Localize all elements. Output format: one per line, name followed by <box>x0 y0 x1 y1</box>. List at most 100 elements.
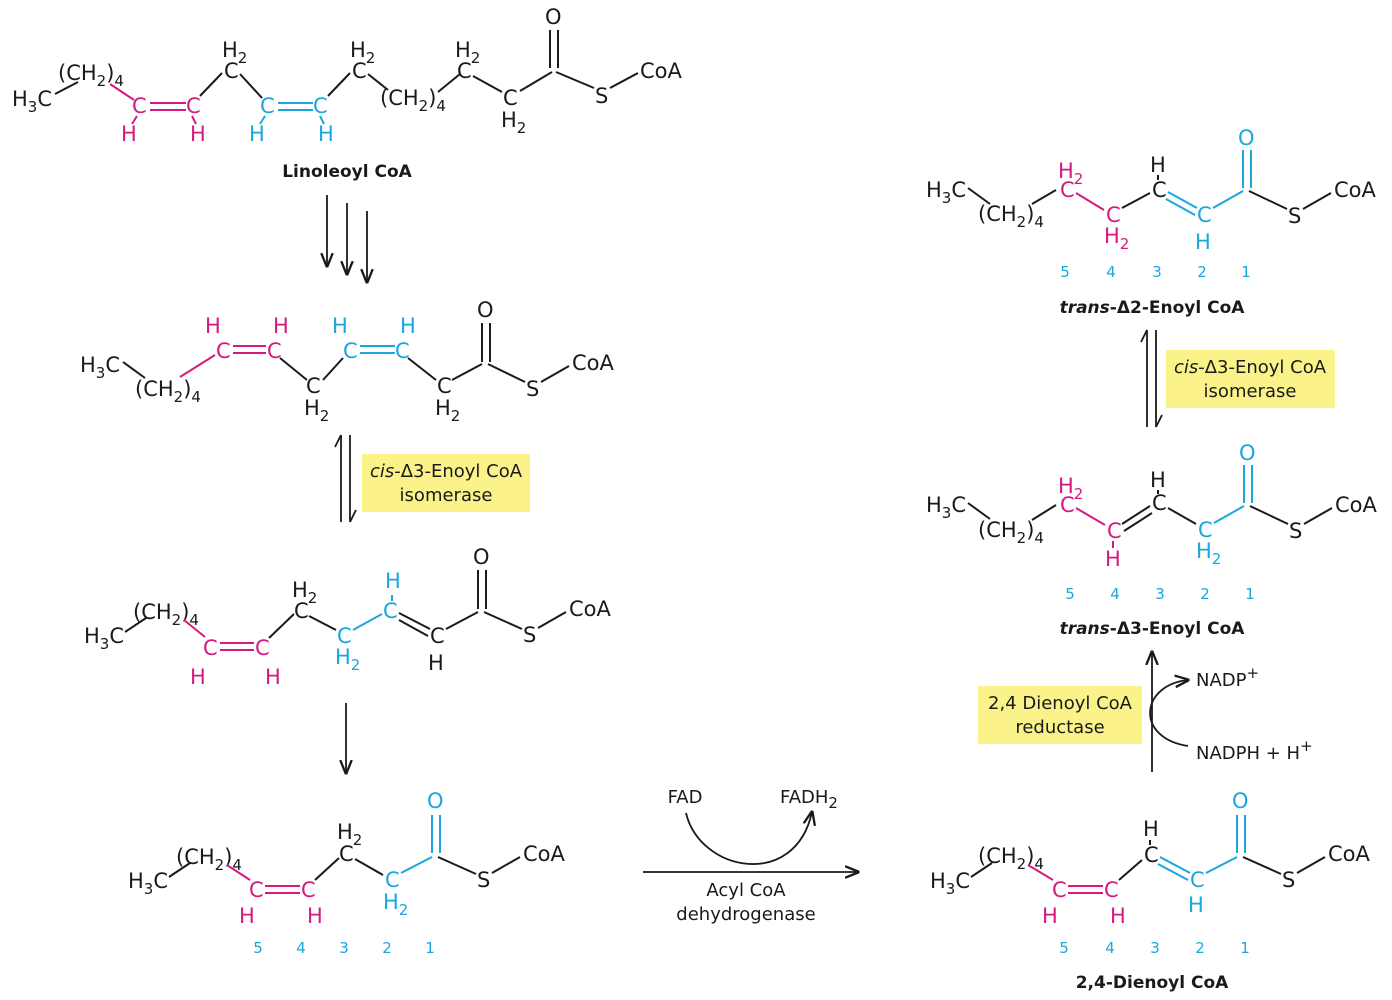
oxygen-atom: O <box>477 298 494 322</box>
hydrogen-atom: H <box>332 314 348 338</box>
h3c-group: H3C <box>926 493 966 522</box>
hydrogen-atom: H <box>1105 547 1121 571</box>
isomerase-right-equilibrium <box>1140 329 1163 428</box>
carbon-number: 1 <box>1240 939 1250 957</box>
oxygen-atom: O <box>427 789 444 813</box>
cofactor-in: FAD <box>668 787 703 808</box>
carbon-atom: C <box>260 94 275 118</box>
carbon-atom: C <box>1060 493 1075 517</box>
oxygen-atom: O <box>1239 441 1256 465</box>
hydrogen-atom: H <box>121 122 137 146</box>
cofactor-out: FADH2 <box>780 787 838 812</box>
carbon-atom: C <box>1198 518 1213 542</box>
ch2-label: H2 <box>1196 539 1221 568</box>
coa-group: CoA <box>1335 493 1378 517</box>
hydrogen-atom: H <box>239 904 255 928</box>
carbon-numbering: 5 4 3 2 1 <box>1060 263 1251 281</box>
carbon-number: 1 <box>1241 263 1251 281</box>
hydrogen-atom: H <box>1042 904 1058 928</box>
carbon-atom: C <box>255 636 270 660</box>
carbon-atom: C <box>437 374 452 398</box>
carbon-number: 3 <box>1152 263 1162 281</box>
oxygen-atom: O <box>545 5 562 29</box>
carbon-numbering: 5 4 3 2 1 <box>1065 585 1255 603</box>
carbon-number: 4 <box>1106 263 1116 281</box>
hydrogen-atom: H <box>1150 468 1166 492</box>
carbon-number: 5 <box>253 939 263 957</box>
enzyme-name-line2: isomerase <box>400 485 493 506</box>
oxygen-atom: O <box>473 545 490 569</box>
isomerase-left-box: cis-Δ3-Enoyl CoA isomerase <box>362 454 530 512</box>
carbon-atom: C <box>457 59 472 83</box>
carbon-numbering: 5 4 3 2 1 <box>1059 939 1250 957</box>
carbon-atom: C <box>1052 878 1067 902</box>
coa-group: CoA <box>1334 178 1377 202</box>
oxygen-atom: O <box>1232 789 1249 813</box>
hydrogen-atom: H <box>190 122 206 146</box>
hydrogen-atom: H <box>318 122 334 146</box>
hydrogen-atom: H <box>265 665 281 689</box>
isomerase-left-equilibrium <box>334 434 357 523</box>
molecule-linoleoyl-coa: H3C (CH2)4 C C H H H2 C C C H H H2 C (CH… <box>12 5 683 182</box>
sulfur-atom: S <box>477 868 490 892</box>
hydrogen-atom: H <box>1195 230 1211 254</box>
hydrogen-atom: H <box>1188 893 1204 917</box>
carbon-atom: C <box>352 59 367 83</box>
coa-group: CoA <box>1328 842 1371 866</box>
carbon-number: 4 <box>1110 585 1120 603</box>
molecule-trans2-cis6-dienoyl-coa: (CH2)4 H3C C C H H H2 C C H2 C H C H O S… <box>84 545 612 689</box>
carbon-atom: C <box>1104 878 1119 902</box>
carbon-atom: C <box>385 868 400 892</box>
carbon-atom: C <box>216 339 231 363</box>
enzyme-name-line1: cis-Δ3-Enoyl CoA <box>370 461 523 482</box>
carbon-atom: C <box>249 878 264 902</box>
molecule-2-4-dienoyl-coa: (CH2)4 H3C C C H H C H C H O S CoA 5 4 3… <box>930 789 1371 993</box>
carbon-number: 4 <box>296 939 306 957</box>
ch2-4-group: (CH2)4 <box>978 518 1044 547</box>
carbon-atom: C <box>343 339 358 363</box>
h3c-group: H3C <box>80 353 120 382</box>
carbon-number: 5 <box>1065 585 1075 603</box>
carbon-atom: C <box>1107 519 1122 543</box>
carbon-atom: C <box>294 599 309 623</box>
three-step-arrow <box>327 195 367 282</box>
ch2-4-group: (CH2)4 <box>978 202 1044 231</box>
carbon-atom: C <box>395 339 410 363</box>
hydrogen-atom: H <box>205 314 221 338</box>
molecule-cis4-enoyl-coa: (CH2)4 H3C C C H H H2 C C H2 O S CoA 5 4… <box>128 789 566 957</box>
carbon-atom: C <box>1106 203 1121 227</box>
molecule-label: 2,4-Dienoyl CoA <box>1076 973 1229 993</box>
dehydrogenase-step: FAD FADH2 Acyl CoA dehydrogenase <box>643 787 858 925</box>
enzyme-name-line2: dehydrogenase <box>676 904 815 925</box>
carbon-atom: C <box>1190 868 1205 892</box>
sulfur-atom: S <box>1289 519 1302 543</box>
ch2-label: H2 <box>383 890 408 919</box>
sulfur-atom: S <box>526 377 539 401</box>
carbon-number: 1 <box>1245 585 1255 603</box>
carbon-atom: C <box>1144 843 1159 867</box>
coa-group: CoA <box>569 597 612 621</box>
ch2-label: H2 <box>304 396 329 425</box>
coa-group: CoA <box>523 842 566 866</box>
carbon-number: 2 <box>382 939 392 957</box>
carbon-atom: C <box>1060 178 1075 202</box>
cofactor-curved-arrow <box>685 812 812 865</box>
carbon-number: 2 <box>1195 939 1205 957</box>
carbon-atom: C <box>339 842 354 866</box>
hydrogen-atom: H <box>1143 817 1159 841</box>
molecule-label: Linoleoyl CoA <box>282 162 412 182</box>
carbon-number: 3 <box>339 939 349 957</box>
carbon-number: 3 <box>1155 585 1165 603</box>
carbon-number: 2 <box>1200 585 1210 603</box>
ch2-4-group: (CH2)4 <box>176 845 242 874</box>
carbon-atom: C <box>224 59 239 83</box>
carbon-atom: C <box>1152 178 1167 202</box>
sulfur-atom: S <box>1282 868 1295 892</box>
oxygen-atom: O <box>1238 126 1255 150</box>
coa-group: CoA <box>572 351 615 375</box>
carbon-atom: C <box>1197 203 1212 227</box>
hydrogen-atom: H <box>1150 153 1166 177</box>
hydrogen-atom: H <box>249 122 265 146</box>
ch2-label: H2 <box>1104 224 1129 253</box>
